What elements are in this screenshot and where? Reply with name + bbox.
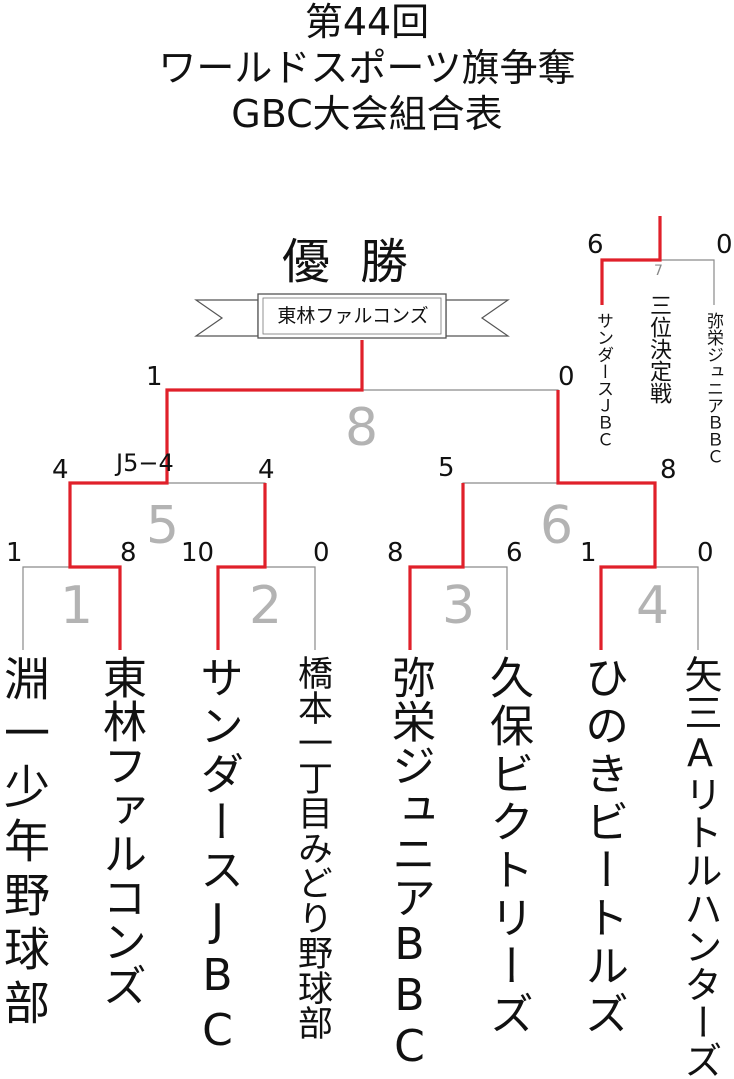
team-2-name: 東林ファルコンズ xyxy=(95,655,146,1007)
team-7-name: ひのきビートルズ xyxy=(577,655,628,1039)
third-place-winner-path xyxy=(600,216,662,305)
game-3-left-score: 8 xyxy=(387,538,404,568)
bracket-win-lines xyxy=(68,216,662,650)
champion-team: 東林ファルコンズ xyxy=(277,305,429,327)
game-6-left-score: 5 xyxy=(438,453,455,483)
game-number-2: 2 xyxy=(249,576,283,636)
title-line-2: ワールドスポーツ旗争奪 xyxy=(158,46,576,90)
game-1-right-score: 8 xyxy=(120,538,137,568)
game-4-right-score: 0 xyxy=(697,538,714,568)
game-2-winner-path xyxy=(216,483,267,650)
game-number-6: 6 xyxy=(540,496,574,556)
third-place-label: 三位決定戦 xyxy=(646,294,671,404)
game-8-right-score: 0 xyxy=(558,362,575,392)
third-place-left-team: サンダースＪＢＣ xyxy=(593,312,613,448)
third-place-right-team: 弥栄ジュニアＢＢＣ xyxy=(703,312,723,465)
game-number-1: 1 xyxy=(60,576,94,636)
team-6-name: 久保ビクトリーズ xyxy=(482,655,533,1039)
team-5-name: 弥栄ジュニアBBC xyxy=(384,655,435,1072)
game-1-left-score: 1 xyxy=(6,538,23,568)
team-3-name: サンダースJBC xyxy=(192,655,243,1060)
third-place-right-score: 0 xyxy=(716,230,733,260)
game-8-left-score: 1 xyxy=(146,362,163,392)
champion-label: 優勝 xyxy=(281,234,438,290)
team-4-name: 橋本一丁目みどり野球部 xyxy=(292,655,332,1040)
title-line-3: GBC大会組合表 xyxy=(231,92,503,136)
game-6-right-score: 8 xyxy=(660,455,677,485)
game-number-5: 5 xyxy=(146,496,180,556)
game-5-tiebreak: J5−4 xyxy=(116,449,174,477)
game-5-right-score: 4 xyxy=(258,455,275,485)
team-1-name: 淵一少年野球部 xyxy=(0,655,51,1033)
game-2-right-score: 0 xyxy=(313,538,330,568)
game-3-winner-path xyxy=(408,483,465,650)
champion-ribbon xyxy=(194,293,510,339)
game-number-7: 7 xyxy=(654,263,663,279)
game-4-left-score: 1 xyxy=(580,538,597,568)
champion-path xyxy=(68,340,364,650)
game-2-left-score: 10 xyxy=(181,538,215,568)
bracket-lines xyxy=(22,216,715,650)
game-number-3: 3 xyxy=(442,576,476,636)
game-5-left-score: 4 xyxy=(52,455,69,485)
game-6-winner-path xyxy=(556,390,657,650)
game-3-right-score: 6 xyxy=(506,538,523,568)
game-number-8: 8 xyxy=(345,398,379,458)
game-number-4: 4 xyxy=(636,576,670,636)
third-place-left-score: 6 xyxy=(587,230,604,260)
title-line-1: 第44回 xyxy=(304,0,430,44)
team-8-name: 矢三Aリトルハンターズ xyxy=(678,655,722,1079)
